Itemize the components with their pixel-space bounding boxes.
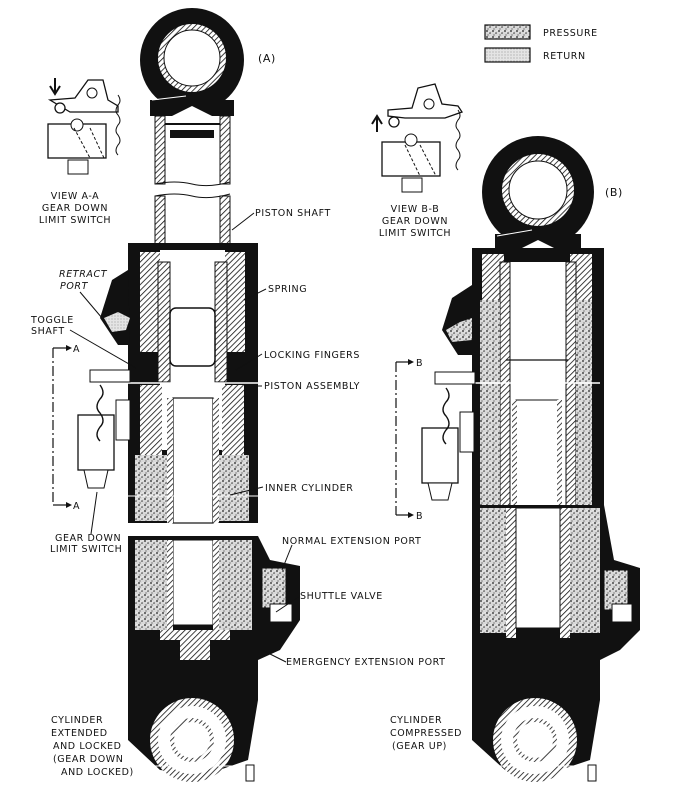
limit-switch-inset-b	[371, 83, 464, 193]
svg-text:CYLINDER: CYLINDER	[390, 715, 442, 726]
cylinder-b	[421, 136, 640, 782]
callout-shuttle-valve: SHUTTLE VALVE	[300, 591, 383, 602]
svg-text:B: B	[416, 511, 423, 522]
callout-normal-extension-port: NORMAL EXTENSION PORT	[282, 536, 421, 547]
svg-text:AND LOCKED: AND LOCKED	[53, 741, 122, 752]
callout-gear-down-limit-switch-2: LIMIT SWITCH	[50, 544, 122, 555]
callout-piston-shaft: PISTON SHAFT	[255, 208, 331, 219]
svg-text:A: A	[73, 501, 80, 512]
callout-retract-port-2: PORT	[60, 281, 89, 292]
callout-toggle-shaft-1: TOGGLE	[30, 315, 74, 326]
cylinder-body-b	[440, 248, 604, 513]
callout-gear-down-limit-switch-1: GEAR DOWN	[55, 533, 121, 544]
svg-text:(GEAR UP): (GEAR UP)	[392, 741, 447, 752]
callouts-a: PISTON SHAFT SPRING LOCKING FINGERS PIST…	[30, 208, 446, 668]
legend-swatch-pressure	[484, 24, 531, 40]
callout-emergency-extension-port: EMERGENCY EXTENSION PORT	[286, 657, 446, 668]
caption-a: CYLINDER EXTENDED AND LOCKED (GEAR DOWN …	[51, 715, 134, 778]
legend-label-return: RETURN	[543, 51, 586, 62]
svg-text:GEAR DOWN: GEAR DOWN	[382, 216, 448, 227]
retract-port-a	[100, 270, 130, 345]
svg-text:LIMIT SWITCH: LIMIT SWITCH	[379, 228, 451, 239]
legend-label-pressure: PRESSURE	[543, 28, 598, 39]
retract-port-b	[442, 285, 472, 355]
callout-piston-assembly: PISTON ASSEMBLY	[264, 381, 360, 392]
inset-title-b: VIEW B-B GEAR DOWN LIMIT SWITCH	[379, 204, 451, 239]
svg-text:GEAR DOWN: GEAR DOWN	[42, 203, 108, 214]
legend: PRESSURE RETURN	[484, 24, 598, 63]
view-tag-b: (B)	[605, 186, 623, 199]
callout-toggle-shaft-2: SHAFT	[31, 326, 65, 337]
svg-text:VIEW A-A: VIEW A-A	[51, 191, 100, 202]
callout-spring: SPRING	[268, 284, 307, 295]
svg-text:CYLINDER: CYLINDER	[51, 715, 103, 726]
svg-text:(GEAR DOWN: (GEAR DOWN	[53, 754, 123, 765]
top-eye-a	[140, 8, 244, 116]
arrow-up-icon	[371, 114, 383, 132]
limit-switch-body-b	[421, 371, 476, 501]
callout-retract-port-1: RETRACT	[59, 269, 108, 280]
cylinder-a	[77, 8, 300, 782]
lower-housing-b	[472, 505, 640, 782]
view-tag-a: (A)	[258, 52, 276, 65]
section-line-a: A A	[52, 344, 80, 512]
caption-b: CYLINDER COMPRESSED (GEAR UP)	[390, 715, 462, 752]
limit-switch-body-a	[77, 369, 131, 489]
top-eye-b	[482, 136, 594, 250]
svg-text:EXTENDED: EXTENDED	[51, 728, 108, 739]
svg-text:AND LOCKED): AND LOCKED)	[61, 767, 134, 778]
svg-text:COMPRESSED: COMPRESSED	[390, 728, 462, 739]
callout-inner-cylinder: INNER CYLINDER	[265, 483, 353, 494]
svg-text:A: A	[73, 344, 80, 355]
svg-text:B: B	[416, 358, 423, 369]
piston-shaft-upper-a	[154, 115, 231, 187]
svg-text:VIEW B-B: VIEW B-B	[391, 204, 440, 215]
arrow-down-icon	[49, 78, 61, 96]
legend-swatch-return	[484, 47, 531, 63]
callout-locking-fingers: LOCKING FINGERS	[264, 350, 360, 361]
limit-switch-inset-a	[47, 78, 121, 175]
lower-housing-a	[128, 536, 300, 782]
svg-text:LIMIT SWITCH: LIMIT SWITCH	[39, 215, 111, 226]
section-line-b: B B	[395, 358, 423, 522]
inset-title-a: VIEW A-A GEAR DOWN LIMIT SWITCH	[39, 191, 111, 226]
cylinder-body-a	[100, 243, 270, 524]
